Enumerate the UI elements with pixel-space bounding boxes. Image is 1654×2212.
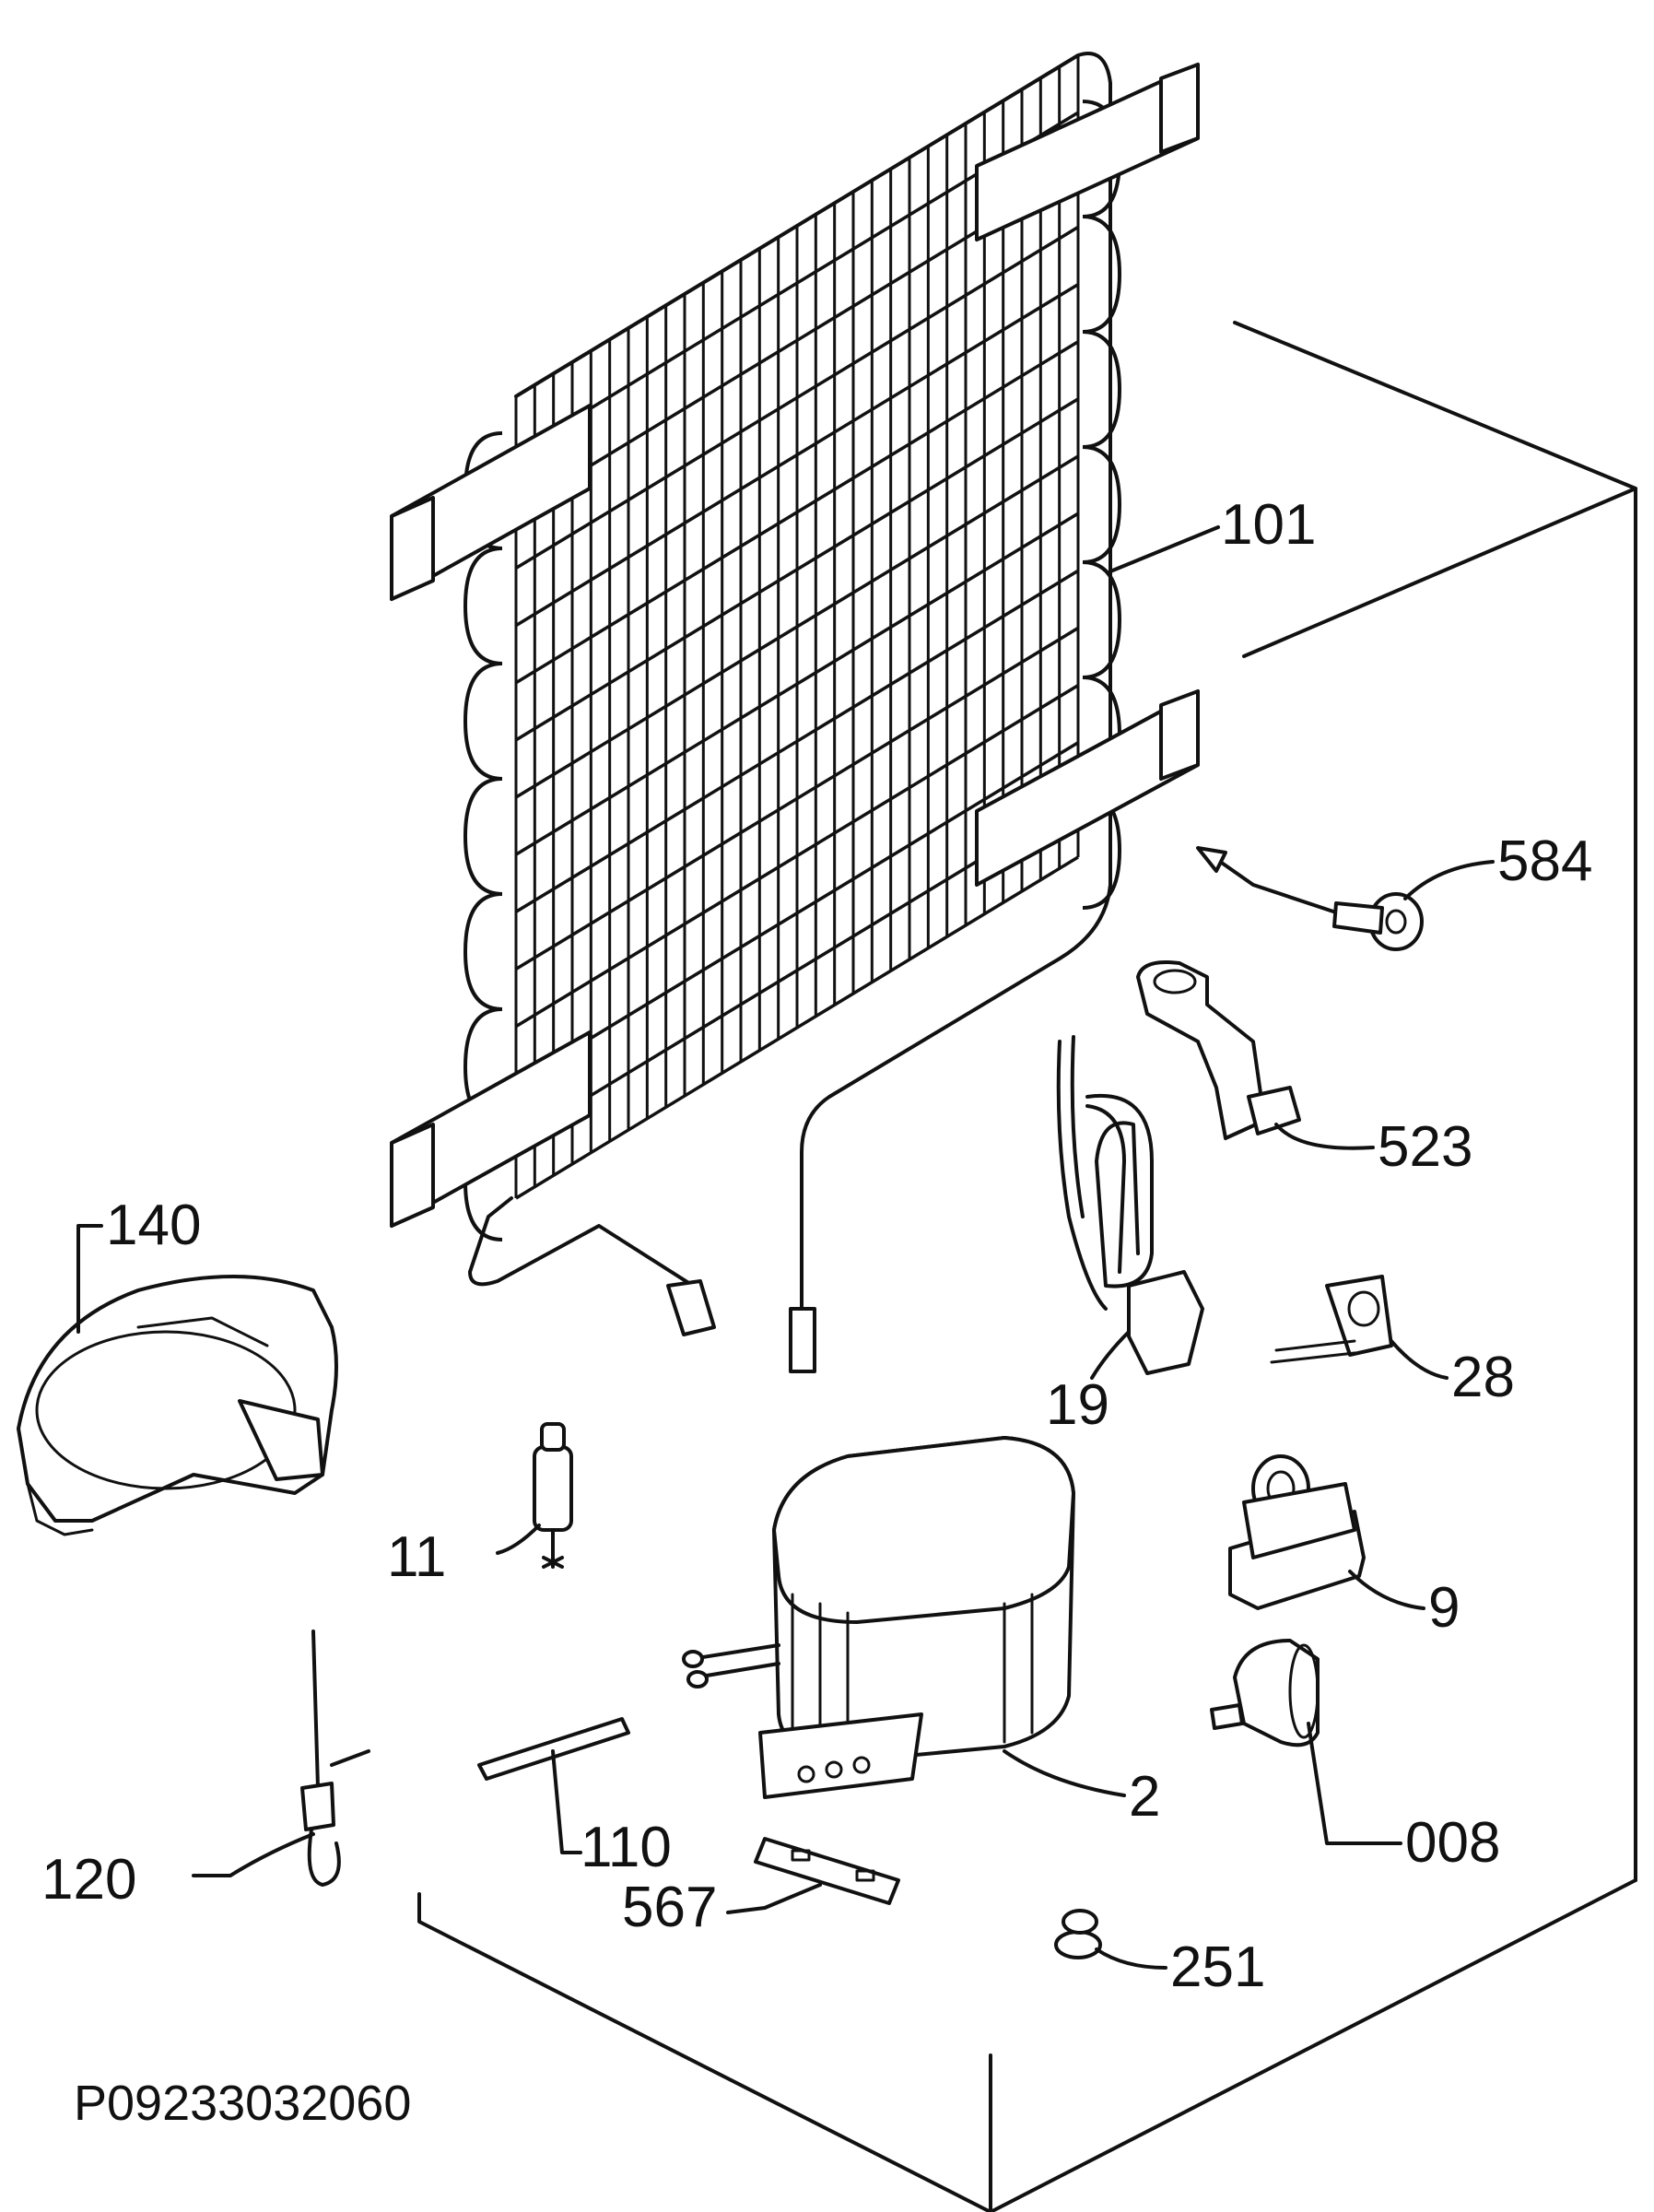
bracket-523: [1136, 960, 1375, 1150]
clip-28: [1270, 1275, 1449, 1380]
callout-251: 251: [1170, 1936, 1265, 1999]
condenser-wire: [515, 340, 1079, 685]
callout-584: 584: [1497, 830, 1592, 893]
drier-filter-11: [496, 1422, 573, 1569]
condenser-bend: [463, 662, 503, 781]
plate-567: [726, 1837, 900, 1914]
compressor-2: [682, 1436, 1126, 1799]
condenser-wire: [515, 454, 1079, 799]
callout-110: 110: [581, 1816, 672, 1879]
power-cable-19: [1056, 1035, 1204, 1380]
sensor-584: [1196, 846, 1495, 951]
callout-140: 140: [106, 1194, 201, 1257]
drip-tray-140: [17, 1224, 338, 1536]
callout-120: 120: [41, 1848, 136, 1912]
condenser-wire: [515, 855, 1079, 1200]
condenser-bend: [1082, 560, 1122, 679]
callout-567: 567: [622, 1876, 717, 1939]
cabinet-outline: [417, 321, 1637, 2212]
callout-11: 11: [387, 1525, 446, 1589]
condenser-coil: [390, 52, 1220, 1373]
condenser-bend: [463, 892, 503, 1011]
condenser-wire: [515, 397, 1079, 742]
condenser-bend: [1082, 330, 1122, 449]
condenser-bend: [1082, 215, 1122, 334]
callout-9: 9: [1428, 1576, 1460, 1640]
condenser-bend: [463, 777, 503, 896]
reference-code: P09233032060: [74, 2076, 411, 2131]
condenser-bend: [463, 547, 503, 665]
thermal-protector-008: [1210, 1639, 1402, 1845]
condenser-wire: [515, 225, 1079, 570]
relay-9: [1228, 1454, 1425, 1610]
condenser-wire: [515, 741, 1079, 1086]
condenser-wire: [515, 569, 1079, 913]
tube-110: [477, 1717, 630, 1854]
callout-523: 523: [1378, 1115, 1472, 1179]
condenser-bend: [1082, 445, 1122, 564]
condenser-wire: [515, 626, 1079, 971]
callout-008: 008: [1405, 1811, 1500, 1875]
condenser-wire: [515, 283, 1079, 628]
callout-19: 19: [1046, 1373, 1109, 1437]
callout-2: 2: [1129, 1765, 1160, 1829]
callout-28: 28: [1451, 1346, 1515, 1409]
probe-120: [192, 1630, 370, 1887]
condenser-wire: [515, 684, 1079, 1029]
condenser-wire: [515, 512, 1079, 856]
callout-101: 101: [1221, 493, 1316, 557]
callout-labels: 101 584 523 140 19 28 11 9 2 110 008 120…: [41, 493, 1592, 2131]
grommet-251: [1054, 1909, 1167, 1970]
